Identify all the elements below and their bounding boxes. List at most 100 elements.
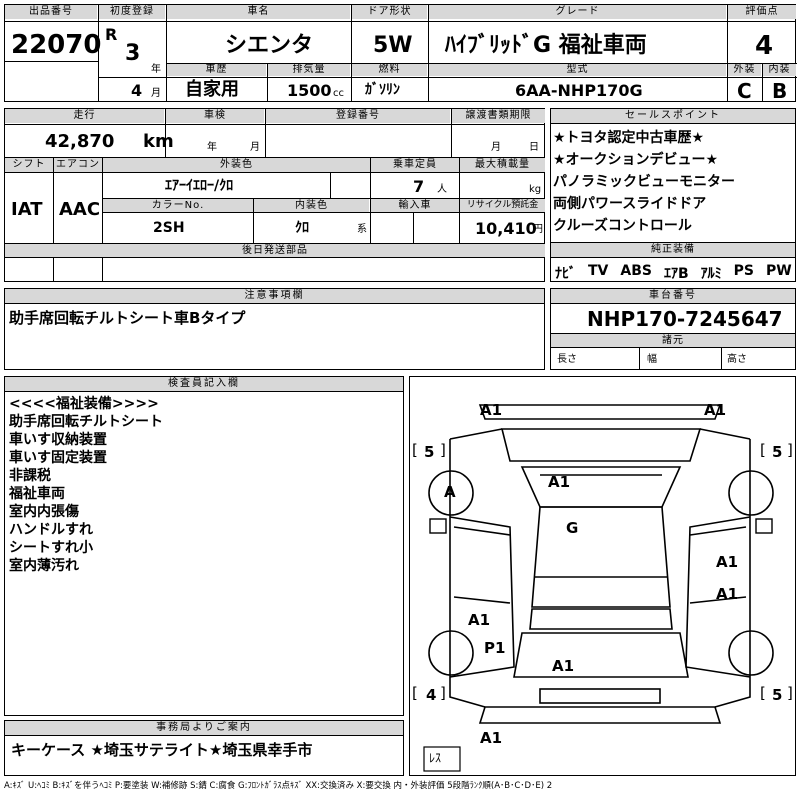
height-label: 高さ [727,354,747,365]
equipment-item: ABS [620,263,652,279]
chassis-box: 車台番号 NHP170-7245647 諸元 長さ 幅 高さ [550,288,796,370]
damage-mark-rear-left-wheel: P1 [484,639,506,657]
first-reg-month: 4 [131,81,143,100]
load-unit: kg [529,184,542,195]
lot-number: 22070 [11,30,102,60]
equipment-list: ﾅﾋﾞ TV ABS ｴｱB ｱﾙﾐ PS PW [555,263,792,283]
transfer-day-unit: 日 [529,142,539,153]
model-label: 型式 [429,64,726,76]
damage-mark-left-rear-door: A1 [468,611,491,629]
mileage: 42,870 [45,131,115,152]
door-label: ドア形状 [352,5,427,19]
displacement-label: 排気量 [268,64,350,76]
sales-point: パノラミックビューモニター [553,174,735,190]
sales-points-list: ★トヨタ認定中古車歴★ ★オークションデビュー★ パノラミックビューモニター 両… [553,127,735,237]
equipment-item: ﾅﾋﾞ [555,266,576,282]
mileage-unit: km [143,131,174,152]
header-section: 出品番号 初度登録 車名 ドア形状 グレード 評価点 22070 R 3 年 シ… [4,4,797,103]
sales-point: ★オークションデビュー★ [553,152,719,168]
capacity-unit: 人 [437,184,447,195]
ext-color-label: 外装色 [103,158,370,172]
damage-mark-front-bumper-left: A1 [480,401,503,419]
inspector-line: ハンドルすれ [9,522,93,538]
door-type: 5W [373,33,413,58]
damage-mark-hood: A1 [548,473,571,491]
equipment-item: PS [733,263,754,279]
reg-no-label: 登録番号 [266,109,450,123]
damage-mark-front-left-wheel: A [444,483,456,501]
transfer-month-unit: 月 [491,142,501,153]
inspector-line: 福祉車両 [9,486,65,502]
parts-label: 後日発送部品 [5,244,545,257]
int-color-unit: 系 [357,224,367,235]
first-reg-label: 初度登録 [99,5,165,19]
year-unit: 年 [151,64,161,75]
damage-mark-windshield: G [566,519,579,537]
tire-rear-right: 5 [772,686,783,704]
notes-label: 注意事項欄 [5,289,544,304]
dims-label: 諸元 [551,334,795,347]
recycle-fee: 10,410 [475,219,537,238]
length-label: 長さ [557,354,577,365]
score: 4 [755,31,774,61]
inspector-line: シートすれ小 [9,540,93,556]
load-label: 最大積載量 [460,158,545,172]
import-label: 輸入車 [371,199,459,212]
model: 6AA-NHP170G [515,81,643,100]
inspector-line: <<<<福祉装備>>>> [9,396,159,412]
chassis-number: NHP170-7245647 [587,307,783,331]
sales-point: ★トヨタ認定中古車歴★ [553,130,705,146]
equipment-item: PW [766,263,792,279]
tire-bracket-rr-close: ] [787,684,793,702]
capacity-label: 乗車定員 [371,158,459,172]
inspector-list: <<<<福祉装備>>>> 助手席回転チルトシート 車いす収納装置 車いす固定装置… [9,395,163,575]
int-label: 内装 [763,64,796,76]
equipment-item: TV [588,263,609,279]
tire-bracket-rr: [ [760,684,766,702]
inspector-line: 車いす収納装置 [9,432,107,448]
damage-mark-right-front-door: A1 [716,553,739,571]
damage-mark-tailgate: A1 [552,657,575,675]
tire-bracket-fr-close: ] [787,441,793,459]
notes-text: 助手席回転チルトシート車Bタイプ [9,309,246,327]
ac-label: エアコン [54,158,102,172]
fuel-label: 燃料 [352,64,427,76]
notes-box: 注意事項欄 助手席回転チルトシート車Bタイプ [4,288,545,370]
inspection-year-unit: 年 [207,142,217,153]
equipment-item: ｱﾙﾐ [700,266,722,282]
tire-front-left: 5 [424,443,435,461]
int-grade: B [772,79,788,103]
capacity: 7 [413,177,425,196]
car-outline [423,404,774,772]
era: R [105,25,118,44]
sales-points-label: セールスポイント [551,109,795,124]
equipment-item: ｴｱB [663,266,689,282]
shift-label: シフト [5,158,53,172]
inspector-label: 検査員記入欄 [5,377,403,392]
inspector-line: 非課税 [9,468,51,484]
color-no-label: カラーNo. [103,199,253,212]
tire-bracket-rl: [ [412,684,418,702]
damage-mark-rear-bumper: A1 [480,729,503,747]
spare-tire: ﾚｽ [429,751,442,765]
inspection-label: 車検 [166,109,264,123]
history-label: 車歴 [167,64,266,76]
tire-bracket-fl: [ [412,441,418,459]
inspector-line: 車いす固定装置 [9,450,107,466]
inspector-line: 助手席回転チルトシート [9,414,163,430]
grade-label: グレード [429,5,726,19]
car-name: シエンタ [225,33,314,58]
history: 自家用 [185,79,239,100]
transfer-label: 譲渡書類期限 [452,109,545,123]
score-label: 評価点 [728,5,796,19]
sales-points-box: セールスポイント ★トヨタ認定中古車歴★ ★オークションデビュー★ パノラミック… [550,108,796,282]
displacement-unit: cc [333,88,344,99]
inspector-box: 検査員記入欄 <<<<福祉装備>>>> 助手席回転チルトシート 車いす収納装置 … [4,376,404,716]
inspector-line: 室内薄汚れ [9,558,79,574]
sales-point: クルーズコントロール [553,218,692,234]
vehicle-details: 走行 車検 登録番号 譲渡書類期限 42,870 km 年 月 月 日 シフト … [4,108,545,282]
shift: IAT [11,199,43,220]
int-color-label: 内装色 [254,199,369,212]
ac: AAC [59,199,101,220]
damage-diagram: 5 [ ] 5 [ ] 4 [ ] 5 [ ] ﾚｽ A1 A1 A1 A G … [409,376,796,776]
